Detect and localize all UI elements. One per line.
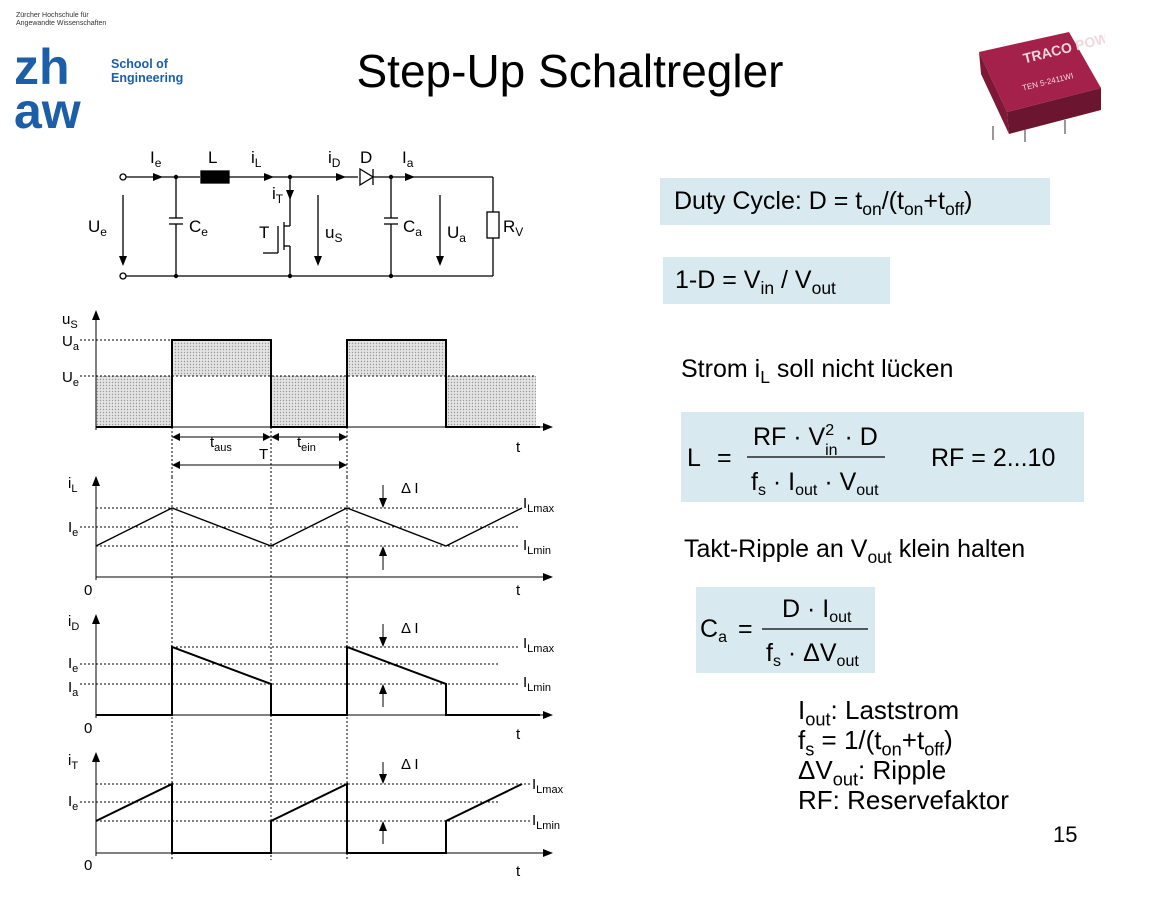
iL-ILmin-label: ILmin bbox=[523, 537, 551, 557]
iT-Ie-label: Ie bbox=[68, 793, 78, 813]
ripple-note: Takt-Ripple an Vout klein halten bbox=[684, 535, 1026, 568]
label-T: T bbox=[259, 223, 269, 242]
taus-label: taus bbox=[210, 434, 232, 454]
legend-rf: RF: Reservefaktor bbox=[798, 785, 1009, 815]
formula-L-lhs: L bbox=[687, 444, 701, 472]
iT-axis-label: iT bbox=[68, 752, 78, 772]
period-T-label: T bbox=[259, 446, 268, 463]
label-uS: uS bbox=[325, 223, 342, 245]
formula-C-equals: = bbox=[738, 615, 753, 643]
school-line-2: Engineering bbox=[111, 71, 184, 85]
formula-L-denominator: fs · Iout · Vout bbox=[751, 468, 879, 499]
iD-ILmax-label: ILmax bbox=[523, 635, 555, 655]
formula-L-equals: = bbox=[717, 444, 732, 472]
iL-axis-label: iL bbox=[68, 475, 77, 495]
iD-Ia-label: Ia bbox=[68, 679, 79, 699]
duty-cycle-box: Duty Cycle: D = ton/(ton+toff) bbox=[660, 178, 1050, 225]
label-Ia: Ia bbox=[402, 148, 414, 170]
formula-C-numerator: D · Iout bbox=[782, 595, 852, 626]
iD-plot: iD Ie Ia 0 t Δ I ILmax ILmin bbox=[68, 613, 555, 743]
label-Ce: Ce bbox=[189, 217, 208, 239]
label-Ue: Ue bbox=[88, 217, 107, 239]
voltage-ratio-box: 1-D = Vin / Vout bbox=[663, 257, 890, 304]
logo-letters-top: zh bbox=[14, 44, 70, 95]
label-RV: RV bbox=[503, 217, 523, 239]
institution-name: Zürcher Hochschule für Angewandte Wissen… bbox=[16, 12, 107, 27]
label-iT: iT bbox=[272, 184, 284, 206]
label-iL: iL bbox=[251, 148, 262, 170]
us-Ua-label: Ua bbox=[62, 333, 80, 353]
iT-t-label: t bbox=[516, 863, 521, 880]
us-axis-label: uS bbox=[62, 311, 78, 331]
legend-iout: Iout: Laststrom bbox=[798, 695, 960, 730]
iT-dI-label: Δ I bbox=[401, 756, 419, 773]
iL-dI-label: Δ I bbox=[401, 480, 419, 497]
iT-zero-label: 0 bbox=[84, 857, 92, 874]
iL-Ie-label: Ie bbox=[68, 519, 78, 539]
zhaw-logo: zh aw bbox=[14, 44, 81, 132]
iD-t-label: t bbox=[516, 726, 521, 743]
page-title: Step-Up Schaltregler bbox=[356, 45, 784, 97]
label-Ca: Ca bbox=[403, 217, 422, 239]
iL-plot: iL Ie 0 t Δ I ILmax ILmin bbox=[68, 475, 555, 860]
legend-ripple: ΔVout: Ripple bbox=[798, 755, 947, 790]
formula-C-lhs: Ca bbox=[700, 615, 727, 646]
iT-ILmin-label: ILmin bbox=[532, 812, 560, 832]
logo-letters-bottom: aw bbox=[14, 83, 81, 132]
iL-zero-label: 0 bbox=[84, 582, 92, 599]
current-continuity-note: Strom iL soll nicht lücken bbox=[681, 355, 954, 388]
iL-t-label: t bbox=[516, 582, 521, 599]
label-Ie: Ie bbox=[150, 148, 162, 170]
page-number: 15 bbox=[1053, 822, 1078, 847]
iD-axis-label: iD bbox=[68, 613, 79, 633]
label-Ua: Ua bbox=[447, 223, 466, 245]
iD-Ie-label: Ie bbox=[68, 655, 78, 675]
iL-ILmax-label: ILmax bbox=[523, 495, 555, 515]
iD-zero-label: 0 bbox=[84, 720, 92, 737]
formula-C-denominator: fs · ΔVout bbox=[766, 639, 859, 670]
school-name: School of Engineering bbox=[111, 57, 183, 85]
iT-ILmax-label: ILmax bbox=[532, 776, 564, 796]
legend-fs: fs = 1/(ton+toff) bbox=[798, 725, 953, 760]
us-Ue-label: Ue bbox=[62, 369, 79, 389]
label-iD: iD bbox=[328, 148, 341, 170]
iD-dI-label: Δ I bbox=[401, 620, 419, 637]
school-line-1: School of bbox=[111, 57, 168, 71]
tein-label: tein bbox=[297, 434, 316, 454]
reserve-factor-range: RF = 2...10 bbox=[931, 444, 1055, 472]
capacitance-formula-box: Ca = D · Iout fs · ΔVout bbox=[696, 587, 875, 673]
us-t-label: t bbox=[516, 439, 521, 456]
iD-ILmin-label: ILmin bbox=[523, 674, 551, 694]
iT-plot: iT Ie 0 t Δ I ILmax ILmin bbox=[68, 752, 564, 880]
us-plot: uS Ua Ue t taus tein T bbox=[62, 310, 553, 860]
traco-power-module-image: TRACO POWER TEN 5-2411WI bbox=[979, 30, 1105, 142]
label-L: L bbox=[208, 148, 217, 167]
label-D: D bbox=[360, 148, 372, 167]
symbol-legend: Iout: Laststrom fs = 1/(ton+toff) ΔVout:… bbox=[798, 695, 1009, 815]
